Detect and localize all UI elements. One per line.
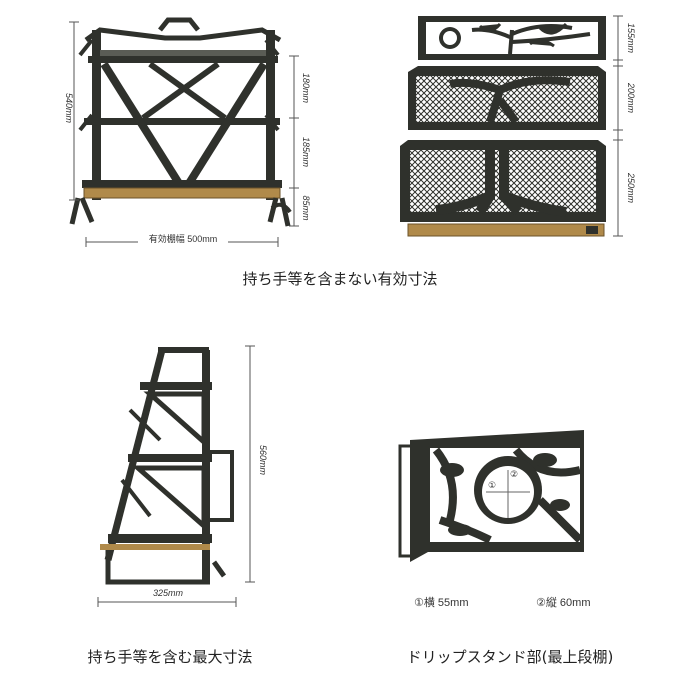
drip-stand-illustration: ① ② (398, 430, 584, 562)
dim-panel-3: 250mm (626, 172, 636, 204)
caption-effective-dimensions: 持ち手等を含まない有効寸法 (242, 270, 438, 288)
label-vertical-60mm: ②縦 60mm (536, 597, 591, 609)
panel-shelf-panels: 155mm 200mm 250mm (340, 0, 680, 300)
dim-total-height: 540mm (64, 93, 74, 124)
dim-panel-1: 155mm (626, 23, 636, 54)
dim-side-height: 560mm (258, 445, 268, 476)
dim-shelf-1: 180mm (301, 73, 311, 104)
panel-front-view: 540mm 180mm 185mm 85mm 有効棚幅 500mm (0, 0, 340, 300)
panel-side-view: 560mm 325mm (0, 330, 340, 620)
caption-max-dimensions: 持ち手等を含む最大寸法 (87, 648, 253, 666)
panel-drip-stand: ① ② ①横 55mm ②縦 60mm (340, 330, 680, 620)
label-horizontal-55mm: ①横 55mm (414, 597, 469, 609)
dim-panel-2: 200mm (626, 82, 636, 114)
caption-drip-stand: ドリップスタンド部(最上段棚) (406, 648, 614, 666)
marker-horizontal: ① (488, 481, 496, 491)
dim-shelf-2: 185mm (301, 137, 311, 168)
dim-shelf-3: 85mm (301, 195, 311, 221)
rack-side-illustration: 560mm 325mm (97, 345, 268, 607)
marker-vertical: ② (510, 470, 518, 480)
dim-side-depth: 325mm (153, 588, 184, 598)
rack-front-illustration: 540mm 180mm 185mm 85mm 有効棚幅 500mm (64, 17, 311, 247)
dim-width: 有効棚幅 500mm (149, 233, 218, 244)
shelf-panels-illustration: 155mm 200mm 250mm (400, 15, 636, 237)
